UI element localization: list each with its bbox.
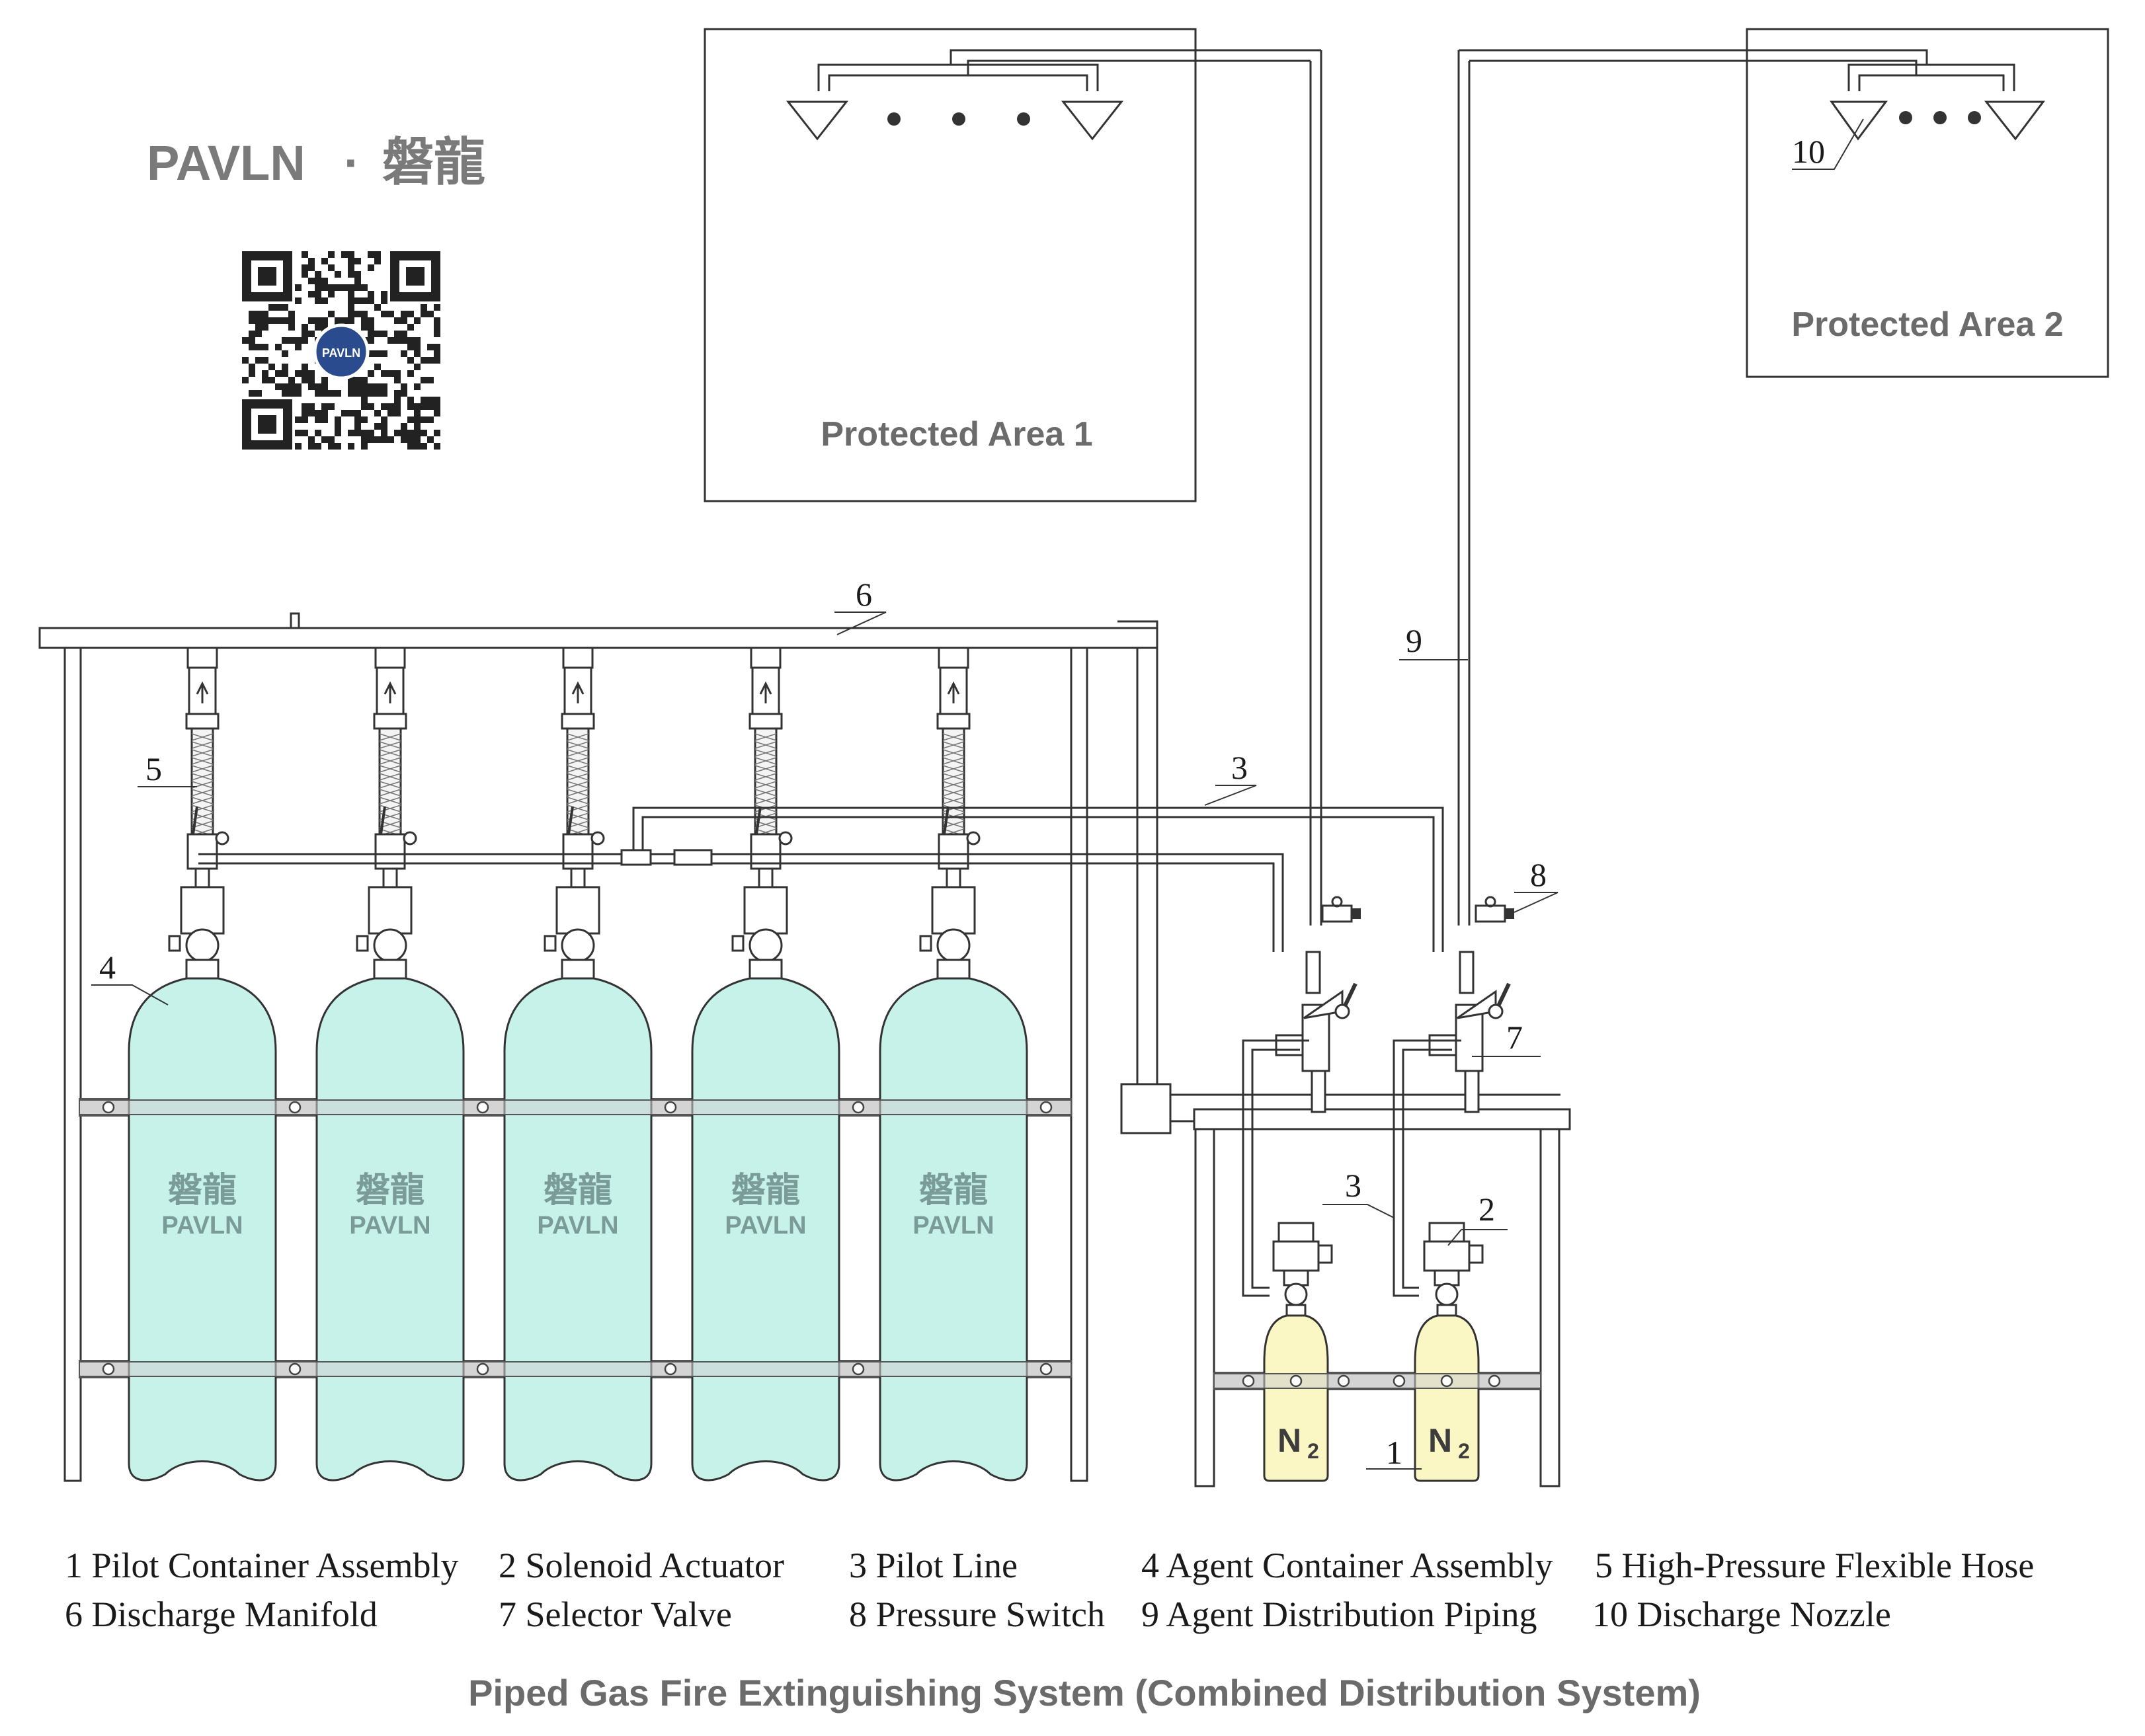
brand-latin: PAVLN xyxy=(147,136,305,190)
legend-item-2: 2 Solenoid Actuator xyxy=(499,1546,784,1585)
cylinder-brand-chinese: 磐龍 xyxy=(544,1171,612,1210)
callout-6: 6 xyxy=(856,576,872,613)
qr-logo-badge xyxy=(313,323,370,380)
legend-item-1: 1 Pilot Container Assembly xyxy=(65,1546,459,1585)
legend-item-3: 3 Pilot Line xyxy=(849,1546,1018,1585)
brand-logo: PAVLN · 磐龍 xyxy=(147,133,485,191)
brand-separator: · xyxy=(344,136,360,190)
cylinder-brand-chinese: 磐龍 xyxy=(168,1171,237,1210)
cylinder-brand-latin: PAVLN xyxy=(725,1212,806,1240)
legend: 1 Pilot Container Assembly 2 Solenoid Ac… xyxy=(65,1546,2034,1634)
callout-9: 9 xyxy=(1406,622,1422,659)
cylinder-brand-latin: PAVLN xyxy=(349,1212,430,1240)
n2-label: N xyxy=(1277,1422,1301,1459)
protected-area-1: Protected Area 1 xyxy=(704,28,1322,926)
legend-item-5: 5 High-Pressure Flexible Hose xyxy=(1595,1546,2034,1585)
cylinder-brand-latin: PAVLN xyxy=(912,1212,994,1240)
legend-item-7: 7 Selector Valve xyxy=(499,1595,732,1634)
nozzle-icon xyxy=(1830,100,1888,141)
nozzle-icon xyxy=(786,100,849,141)
callout-3b: 3 xyxy=(1345,1167,1361,1204)
n2-label: N xyxy=(1428,1422,1452,1459)
check-valve xyxy=(673,849,713,866)
nozzle-icon xyxy=(1984,100,2045,141)
selector-valve xyxy=(1428,951,1511,1113)
callout-10: 10 xyxy=(1792,133,1825,170)
callout-7: 7 xyxy=(1506,1019,1523,1056)
callout-8: 8 xyxy=(1530,856,1547,893)
selector-valve xyxy=(1275,951,1357,1113)
cylinder-brand-latin: PAVLN xyxy=(161,1212,243,1240)
legend-item-10: 10 Discharge Nozzle xyxy=(1592,1595,1891,1634)
callouts: 1 2 3 3 4 5 6 7 8 9 10 xyxy=(91,118,1864,1471)
callout-2: 2 xyxy=(1478,1191,1495,1228)
n2-subscript: 2 xyxy=(1458,1439,1470,1463)
callout-5: 5 xyxy=(145,750,162,787)
cylinder-brand-latin: PAVLN xyxy=(537,1212,618,1240)
nozzle-icon xyxy=(1061,100,1124,141)
brand-chinese: 磐龍 xyxy=(382,133,485,191)
selector-valve-group xyxy=(1275,951,1511,1113)
pilot-line xyxy=(198,853,1284,952)
cylinder-brand-chinese: 磐龍 xyxy=(919,1171,988,1210)
qr-badge-text: PAVLN xyxy=(322,346,360,360)
area2-label: Protected Area 2 xyxy=(1791,305,2063,344)
rack-straps-front xyxy=(79,1099,1072,1377)
pressure-switch xyxy=(1475,896,1514,923)
protected-area-2: Protected Area 2 xyxy=(1457,28,2109,926)
legend-item-8: 8 Pressure Switch xyxy=(849,1595,1105,1634)
pressure-switch xyxy=(1321,896,1361,923)
cylinder-brand-chinese: 磐龍 xyxy=(356,1171,425,1210)
solenoid-actuator xyxy=(1428,1222,1465,1243)
solenoid-actuator xyxy=(1277,1222,1315,1243)
qr-code: PAVLN xyxy=(242,251,440,450)
diagram-title: Piped Gas Fire Extinguishing System (Com… xyxy=(468,1672,1701,1714)
n2-subscript: 2 xyxy=(1307,1439,1319,1463)
callout-4: 4 xyxy=(99,949,116,986)
cylinder-brand-chinese: 磐龍 xyxy=(731,1171,800,1210)
pilot-rack-strap xyxy=(1213,1373,1541,1389)
legend-item-6: 6 Discharge Manifold xyxy=(65,1595,378,1634)
callout-1: 1 xyxy=(1386,1434,1402,1471)
pilot-rack xyxy=(1193,1108,1571,1487)
legend-item-4: 4 Agent Container Assembly xyxy=(1141,1546,1553,1585)
callout-3a: 3 xyxy=(1231,749,1248,786)
discharge-manifold xyxy=(38,627,1158,649)
area1-label: Protected Area 1 xyxy=(821,415,1092,454)
legend-item-9: 9 Agent Distribution Piping xyxy=(1141,1595,1537,1634)
